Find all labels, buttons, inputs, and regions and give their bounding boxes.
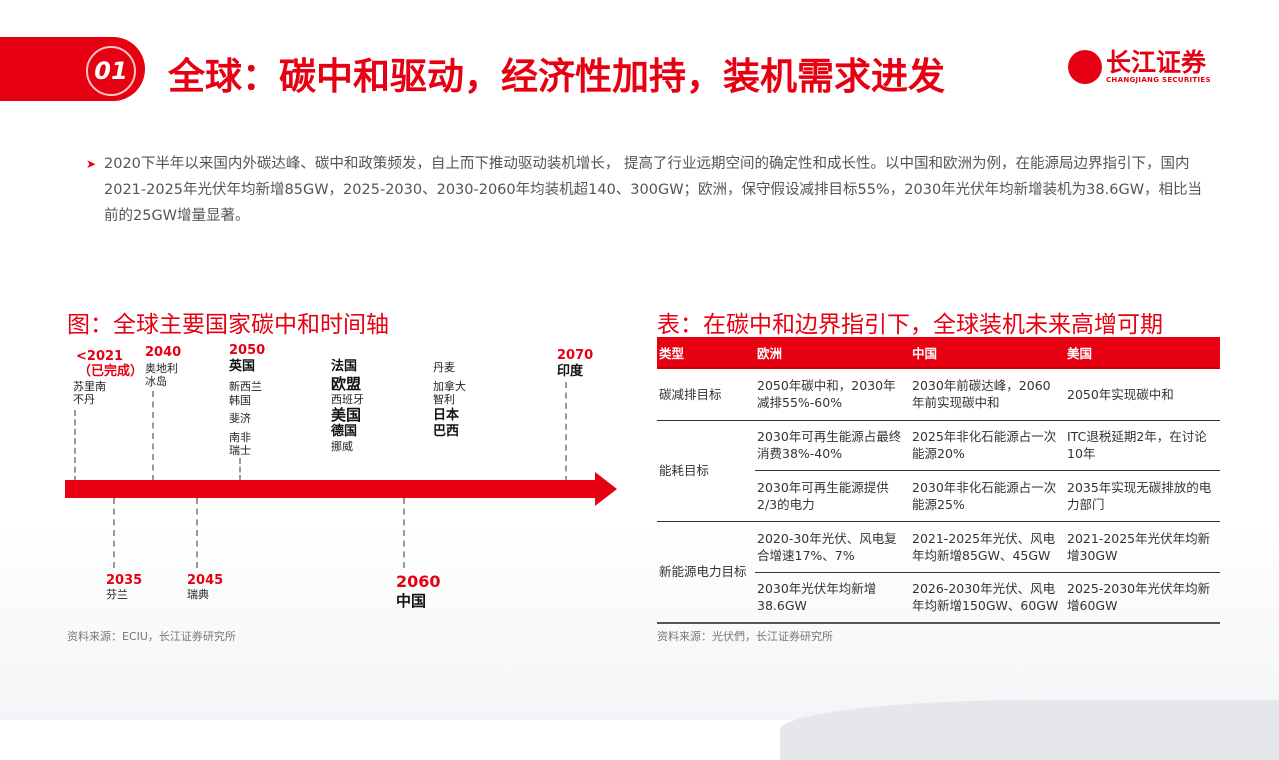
country-sweden: 瑞典 bbox=[187, 588, 209, 601]
page-title: 全球：碳中和驱动，经济性加持，装机需求进发 bbox=[168, 55, 945, 98]
table-source: 资料来源：光伏們，长江证券研究所 bbox=[657, 630, 833, 643]
year-2035: 2035 bbox=[106, 573, 143, 588]
tick-2045 bbox=[196, 498, 198, 568]
timeline-title: 图：全球主要国家碳中和时间轴 bbox=[67, 312, 389, 338]
section-number: 01 bbox=[86, 46, 136, 96]
year-2045: 2045 bbox=[187, 573, 224, 588]
tick-2050 bbox=[239, 458, 241, 481]
country-finland: 芬兰 bbox=[106, 588, 128, 601]
logo-mark-icon bbox=[1068, 50, 1102, 84]
header-type: 类型 bbox=[657, 337, 755, 369]
tick-2040 bbox=[152, 391, 154, 481]
table-title: 表：在碳中和边界指引下，全球装机未来高增可期 bbox=[657, 312, 1163, 338]
background-swoosh bbox=[780, 700, 1279, 760]
countries-2021: 苏里南不丹 bbox=[73, 380, 106, 406]
timeline-arrow bbox=[65, 480, 595, 498]
country-india: 印度 bbox=[557, 364, 584, 379]
country-uk: 英国 bbox=[229, 359, 256, 374]
tick-2070 bbox=[565, 382, 567, 482]
logo: 长江证券 CHANGJIANG SECURITIES bbox=[1068, 50, 1211, 84]
tick-2060 bbox=[403, 498, 405, 568]
year-2021: <2021 bbox=[76, 349, 124, 364]
table-header: 类型欧洲中国美国 bbox=[657, 337, 1220, 369]
arrow-head-icon bbox=[595, 472, 617, 506]
year-2070: 2070 bbox=[557, 348, 594, 363]
countries-2050-group2: 法国欧盟西班牙美国德国挪威 bbox=[331, 359, 364, 453]
year-2021-note: （已完成） bbox=[78, 364, 144, 379]
header-us: 美国 bbox=[1065, 337, 1220, 369]
summary-bullet: ➤ 2020下半年以来国内外碳达峰、碳中和政策频发，自上而下推动驱动装机增长， … bbox=[86, 151, 1216, 229]
year-2040: 2040 bbox=[145, 345, 182, 360]
arrow-right-icon: ➤ bbox=[86, 157, 97, 171]
year-2050: 2050 bbox=[229, 343, 266, 358]
tick-2021 bbox=[74, 410, 76, 482]
logo-cn: 长江证券 bbox=[1106, 48, 1207, 77]
countries-2050: 新西兰韩国斐济南非瑞士 bbox=[229, 380, 262, 457]
countries-2050-group3: 丹麦加拿大智利日本巴西 bbox=[433, 361, 466, 439]
summary-text: 2020下半年以来国内外碳达峰、碳中和政策频发，自上而下推动驱动装机增长， 提高… bbox=[104, 156, 1203, 224]
logo-en: CHANGJIANG SECURITIES bbox=[1106, 76, 1211, 84]
year-2060: 2060 bbox=[396, 572, 441, 591]
tick-2035 bbox=[113, 498, 115, 568]
timeline-source: 资料来源：ECIU，长江证券研究所 bbox=[67, 630, 236, 643]
header-cn: 中国 bbox=[910, 337, 1065, 369]
countries-2040: 奥地利冰岛 bbox=[145, 362, 178, 388]
header-eu: 欧洲 bbox=[755, 337, 910, 369]
country-china: 中国 bbox=[396, 592, 427, 610]
